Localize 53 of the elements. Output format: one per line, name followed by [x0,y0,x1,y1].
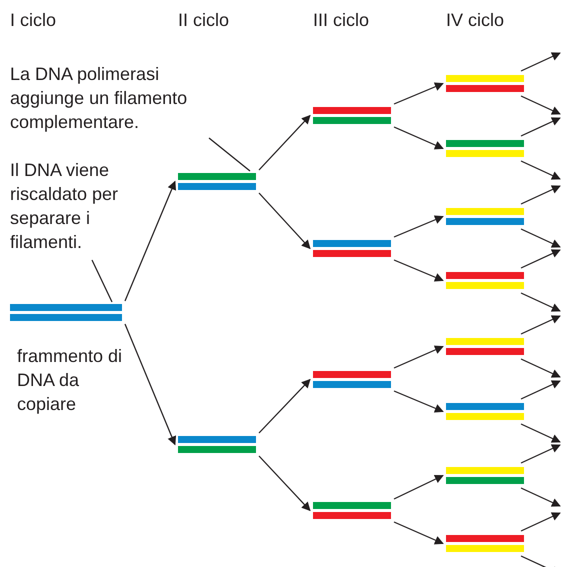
dna-double-strand-drawing [10,304,122,321]
arrow [394,390,444,413]
arrow [394,215,444,238]
dna-double-strand-drawing [446,272,524,289]
leader-line [91,260,113,302]
arrow [520,117,561,137]
column-heading: IV ciclo [446,9,504,32]
dna-double-strand-drawing [446,338,524,355]
dna-double-strand-drawing [446,467,524,484]
column-heading: II ciclo [178,9,230,32]
arrow [394,82,444,105]
dna-double-strand-drawing [446,140,524,157]
arrow [394,474,444,500]
dna-double-strand-drawing [178,436,256,453]
arrow [520,487,561,507]
arrow [124,324,176,446]
arrow [520,249,561,269]
annotation-text: Il DNA viene riscaldato per separare i filamenti. [10,158,130,254]
arrow [394,521,444,544]
arrow [520,380,561,400]
dna-double-strand-drawing [313,107,391,124]
arrow [394,346,444,369]
arrow [520,95,561,115]
arrow [520,512,561,532]
dna-double-strand-drawing [446,535,524,552]
dna-double-strand-drawing [313,502,391,519]
dna-double-strand-drawing [313,371,391,388]
arrow [520,228,561,248]
arrow [520,160,561,180]
dna-double-strand-drawing [178,173,256,190]
arrow [520,358,561,378]
arrow [520,444,561,464]
annotation-text: La DNA polimerasi aggiunge un filamento complementare. [10,62,225,134]
dna-double-strand-drawing [446,208,524,225]
arrow [520,315,561,335]
arrow [394,126,444,150]
dna-double-strand-drawing [446,75,524,92]
column-heading: I ciclo [10,9,56,32]
dna-double-strand-drawing [446,403,524,420]
arrow [520,292,561,312]
arrow [394,259,444,282]
arrow [258,114,311,170]
caption-text: frammento di DNA da copiare [17,345,124,416]
arrow [258,378,311,434]
arrow [520,185,561,205]
arrow [258,456,311,512]
leader-line [208,138,250,172]
arrow [520,52,561,72]
dna-double-strand-drawing [313,240,391,257]
arrow [258,192,311,250]
arrow [124,180,176,302]
column-heading: III ciclo [313,9,370,32]
arrow [520,423,561,443]
